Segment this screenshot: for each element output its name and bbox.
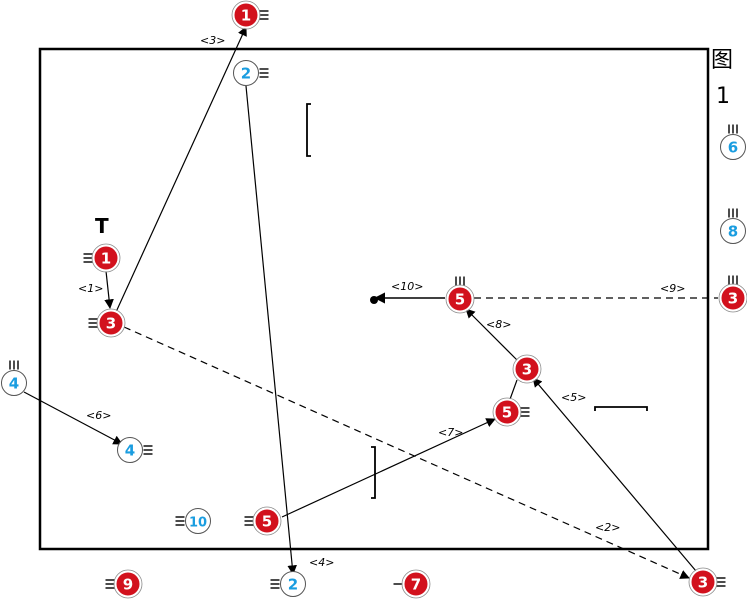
field-border <box>38 47 710 551</box>
player-number: 1 <box>101 250 111 268</box>
player-disc <box>446 285 474 313</box>
player-number: 3 <box>106 315 116 333</box>
player-number: 3 <box>728 290 738 308</box>
movement-label-8: <8> <box>486 318 511 331</box>
player-defense-6: 6 <box>720 124 746 160</box>
movement-layer <box>23 26 718 579</box>
movement-label-7: <7> <box>438 426 463 439</box>
player-number: 10 <box>189 516 207 531</box>
player-disc-outline <box>113 569 143 599</box>
player-number: 2 <box>288 576 298 594</box>
movement-line-8 <box>465 308 518 361</box>
player-disc-outline <box>445 284 475 314</box>
movement-label-4: <4> <box>309 556 334 569</box>
figure-label-top: 图 <box>711 48 734 73</box>
movement-label-2: <2> <box>595 521 620 534</box>
player-disc <box>253 507 281 535</box>
player-disc-outline <box>231 0 261 30</box>
player-disc <box>719 284 747 312</box>
player-disc <box>493 398 521 426</box>
player-defense-2: 2 <box>270 571 306 597</box>
player-disc <box>402 570 430 598</box>
movement-line-6 <box>23 391 123 445</box>
player-disc <box>117 437 143 463</box>
movement-line-3 <box>115 26 247 313</box>
player-disc-outline <box>718 283 747 313</box>
player-disc <box>720 134 746 160</box>
player-number: 3 <box>698 574 708 592</box>
player-disc <box>720 218 746 244</box>
player-number: 1 <box>241 7 251 25</box>
player-disc <box>280 571 306 597</box>
movement-line-7 <box>281 418 496 518</box>
player-disc <box>513 355 541 383</box>
player-number: 5 <box>262 513 272 531</box>
movement-line-2 <box>123 326 690 579</box>
movement-labels: <1> <2> <3> <4> <5> <6> <7> <8> <9> <10> <box>78 34 685 569</box>
player-number: 4 <box>125 442 135 460</box>
player-offense-3: 3 <box>512 354 542 384</box>
player-disc <box>97 309 125 337</box>
player-offense-3: 3 <box>688 567 726 597</box>
player-number: 5 <box>502 404 512 422</box>
player-disc <box>233 60 259 86</box>
player-offense-7: 7 <box>393 569 431 599</box>
player-offense-5: 5 <box>492 397 530 427</box>
ball-dot <box>370 296 378 304</box>
player-offense-5: 5 <box>244 506 282 536</box>
player-defense-10: 10 <box>175 508 211 534</box>
player-defense-4: 4 <box>117 437 153 463</box>
movement-line-4 <box>245 85 297 575</box>
movement-label-3: <3> <box>200 34 225 47</box>
player-disc-outline <box>96 308 126 338</box>
player-offense-9: 9 <box>105 569 143 599</box>
movement-label-9: <9> <box>660 282 685 295</box>
player-disc <box>114 570 142 598</box>
movement-label-10: <10> <box>391 280 423 293</box>
player-disc-outline <box>512 354 542 384</box>
player-defense-2: 2 <box>233 60 269 86</box>
player-offense-3: 3 <box>718 275 747 313</box>
player-disc <box>1 370 27 396</box>
player-defense-4: 4 <box>1 360 27 396</box>
player-disc <box>232 1 260 29</box>
gate-middle <box>371 446 376 499</box>
gate-top <box>306 103 311 157</box>
player-disc-outline <box>492 397 522 427</box>
player-offense-1: 1 <box>83 243 121 273</box>
player-disc <box>689 568 717 596</box>
player-disc-outline <box>688 567 718 597</box>
player-disc-outline <box>91 243 121 273</box>
movement-label-1: <1> <box>78 282 103 295</box>
player-defense-8: 8 <box>720 208 746 244</box>
player-number: 3 <box>522 361 532 379</box>
player-offense-5: 5 <box>445 276 475 314</box>
player-number: 4 <box>9 375 19 393</box>
player-number: 9 <box>123 576 133 594</box>
player-offense-3: 3 <box>88 308 126 338</box>
player-disc <box>185 508 211 534</box>
player-offense-1: 1 <box>231 0 269 30</box>
player-number: 8 <box>728 223 738 241</box>
player-disc-outline <box>252 506 282 536</box>
movement-line-5 <box>532 377 697 572</box>
player-number: 6 <box>728 139 738 157</box>
movement-label-5: <5> <box>561 391 586 404</box>
figure-label-bottom: 1 <box>716 84 730 109</box>
player-disc-outline <box>401 569 431 599</box>
player-number: 2 <box>241 65 251 83</box>
player-disc <box>92 244 120 272</box>
player-number: 7 <box>411 576 421 594</box>
t-marker: T <box>95 214 109 238</box>
gate-right <box>594 406 648 411</box>
movement-label-6: <6> <box>86 409 111 422</box>
player-number: 5 <box>455 291 465 309</box>
movement-line-1 <box>104 270 114 309</box>
